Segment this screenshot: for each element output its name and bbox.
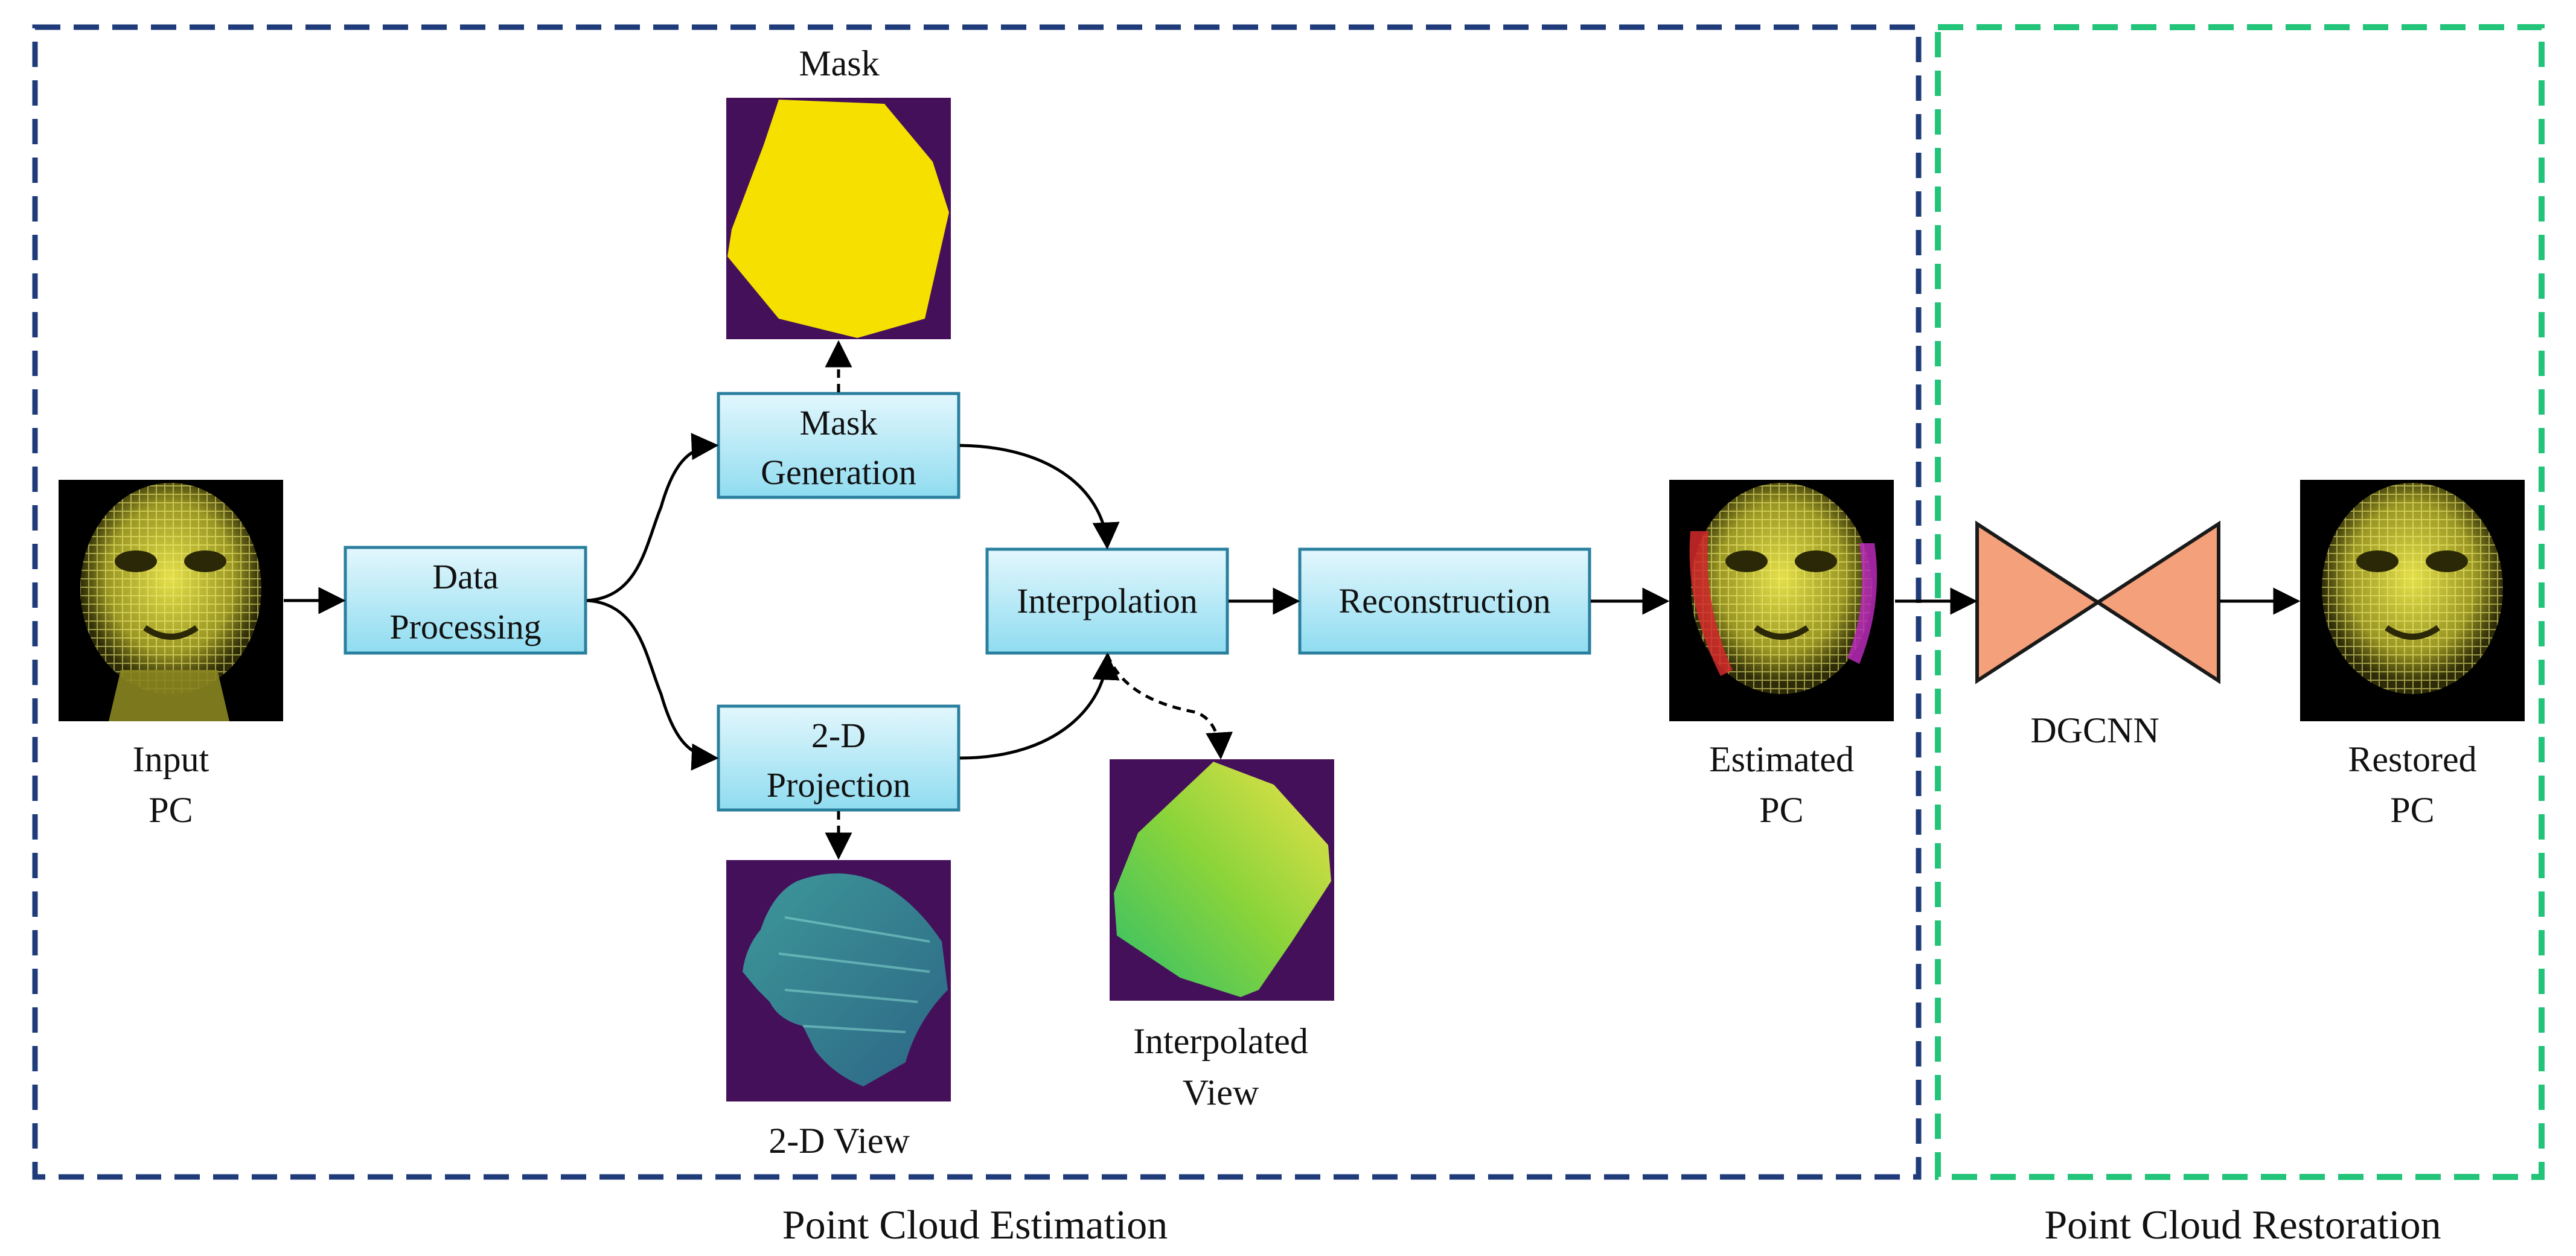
mask-label: Mask: [799, 43, 879, 83]
mask-generation-label-line2: Generation: [761, 453, 916, 492]
projection-2d-box: [717, 704, 960, 812]
input-pc-label-line2: PC: [149, 790, 193, 830]
view-2d-image: [726, 860, 951, 1101]
input-pc-image: [59, 480, 283, 721]
data-processing-label-line1: Data: [432, 557, 499, 596]
interpolated-view-image: [1110, 759, 1334, 1001]
reconstruction-box: [1298, 547, 1591, 655]
arrow-processing-to-mask-generation: [586, 433, 719, 602]
interpolated-view-label-line1: Interpolated: [1133, 1021, 1308, 1061]
projection-2d-label-line1: 2-D: [811, 716, 866, 755]
restored-pc-label-line2: PC: [2390, 790, 2434, 830]
interpolation-box: [985, 547, 1229, 655]
arrow-mask-generation-to-interpolation: [959, 444, 1120, 550]
interpolated-view-label-line2: View: [1183, 1073, 1259, 1112]
restoration-section-border: [1935, 24, 2545, 1180]
arrow-processing-to-projection: [586, 599, 719, 771]
mask-generation-label-line1: Mask: [800, 403, 878, 442]
interpolation-label: Interpolation: [1017, 581, 1198, 620]
input-pc-label-line1: Input: [133, 739, 209, 779]
dgcnn-shape: [1975, 520, 2220, 684]
restored-pc-label-line1: Restored: [2348, 739, 2476, 779]
dashed-arrow-interpolation-to-interpolated-view: [1105, 654, 1233, 760]
mask-generation-box: [717, 392, 960, 499]
dgcnn-label: DGCNN: [2030, 710, 2159, 750]
reconstruction-label: Reconstruction: [1338, 581, 1550, 620]
estimated-pc-label-line1: Estimated: [1709, 739, 1854, 779]
mask-image: [726, 98, 951, 339]
estimation-section-label: Point Cloud Estimation: [782, 1202, 1168, 1248]
restoration-section-label: Point Cloud Restoration: [2044, 1202, 2441, 1248]
projection-2d-label-line2: Projection: [767, 765, 910, 805]
arrow-projection-to-interpolation: [959, 652, 1120, 760]
restored-pc-image: [2300, 480, 2525, 721]
estimated-pc-image: [1669, 480, 1894, 721]
data-processing-box: [344, 546, 587, 655]
data-processing-label-line2: Processing: [389, 607, 541, 646]
view-2d-label: 2-D View: [769, 1121, 910, 1161]
estimated-pc-label-line2: PC: [1759, 790, 1803, 830]
